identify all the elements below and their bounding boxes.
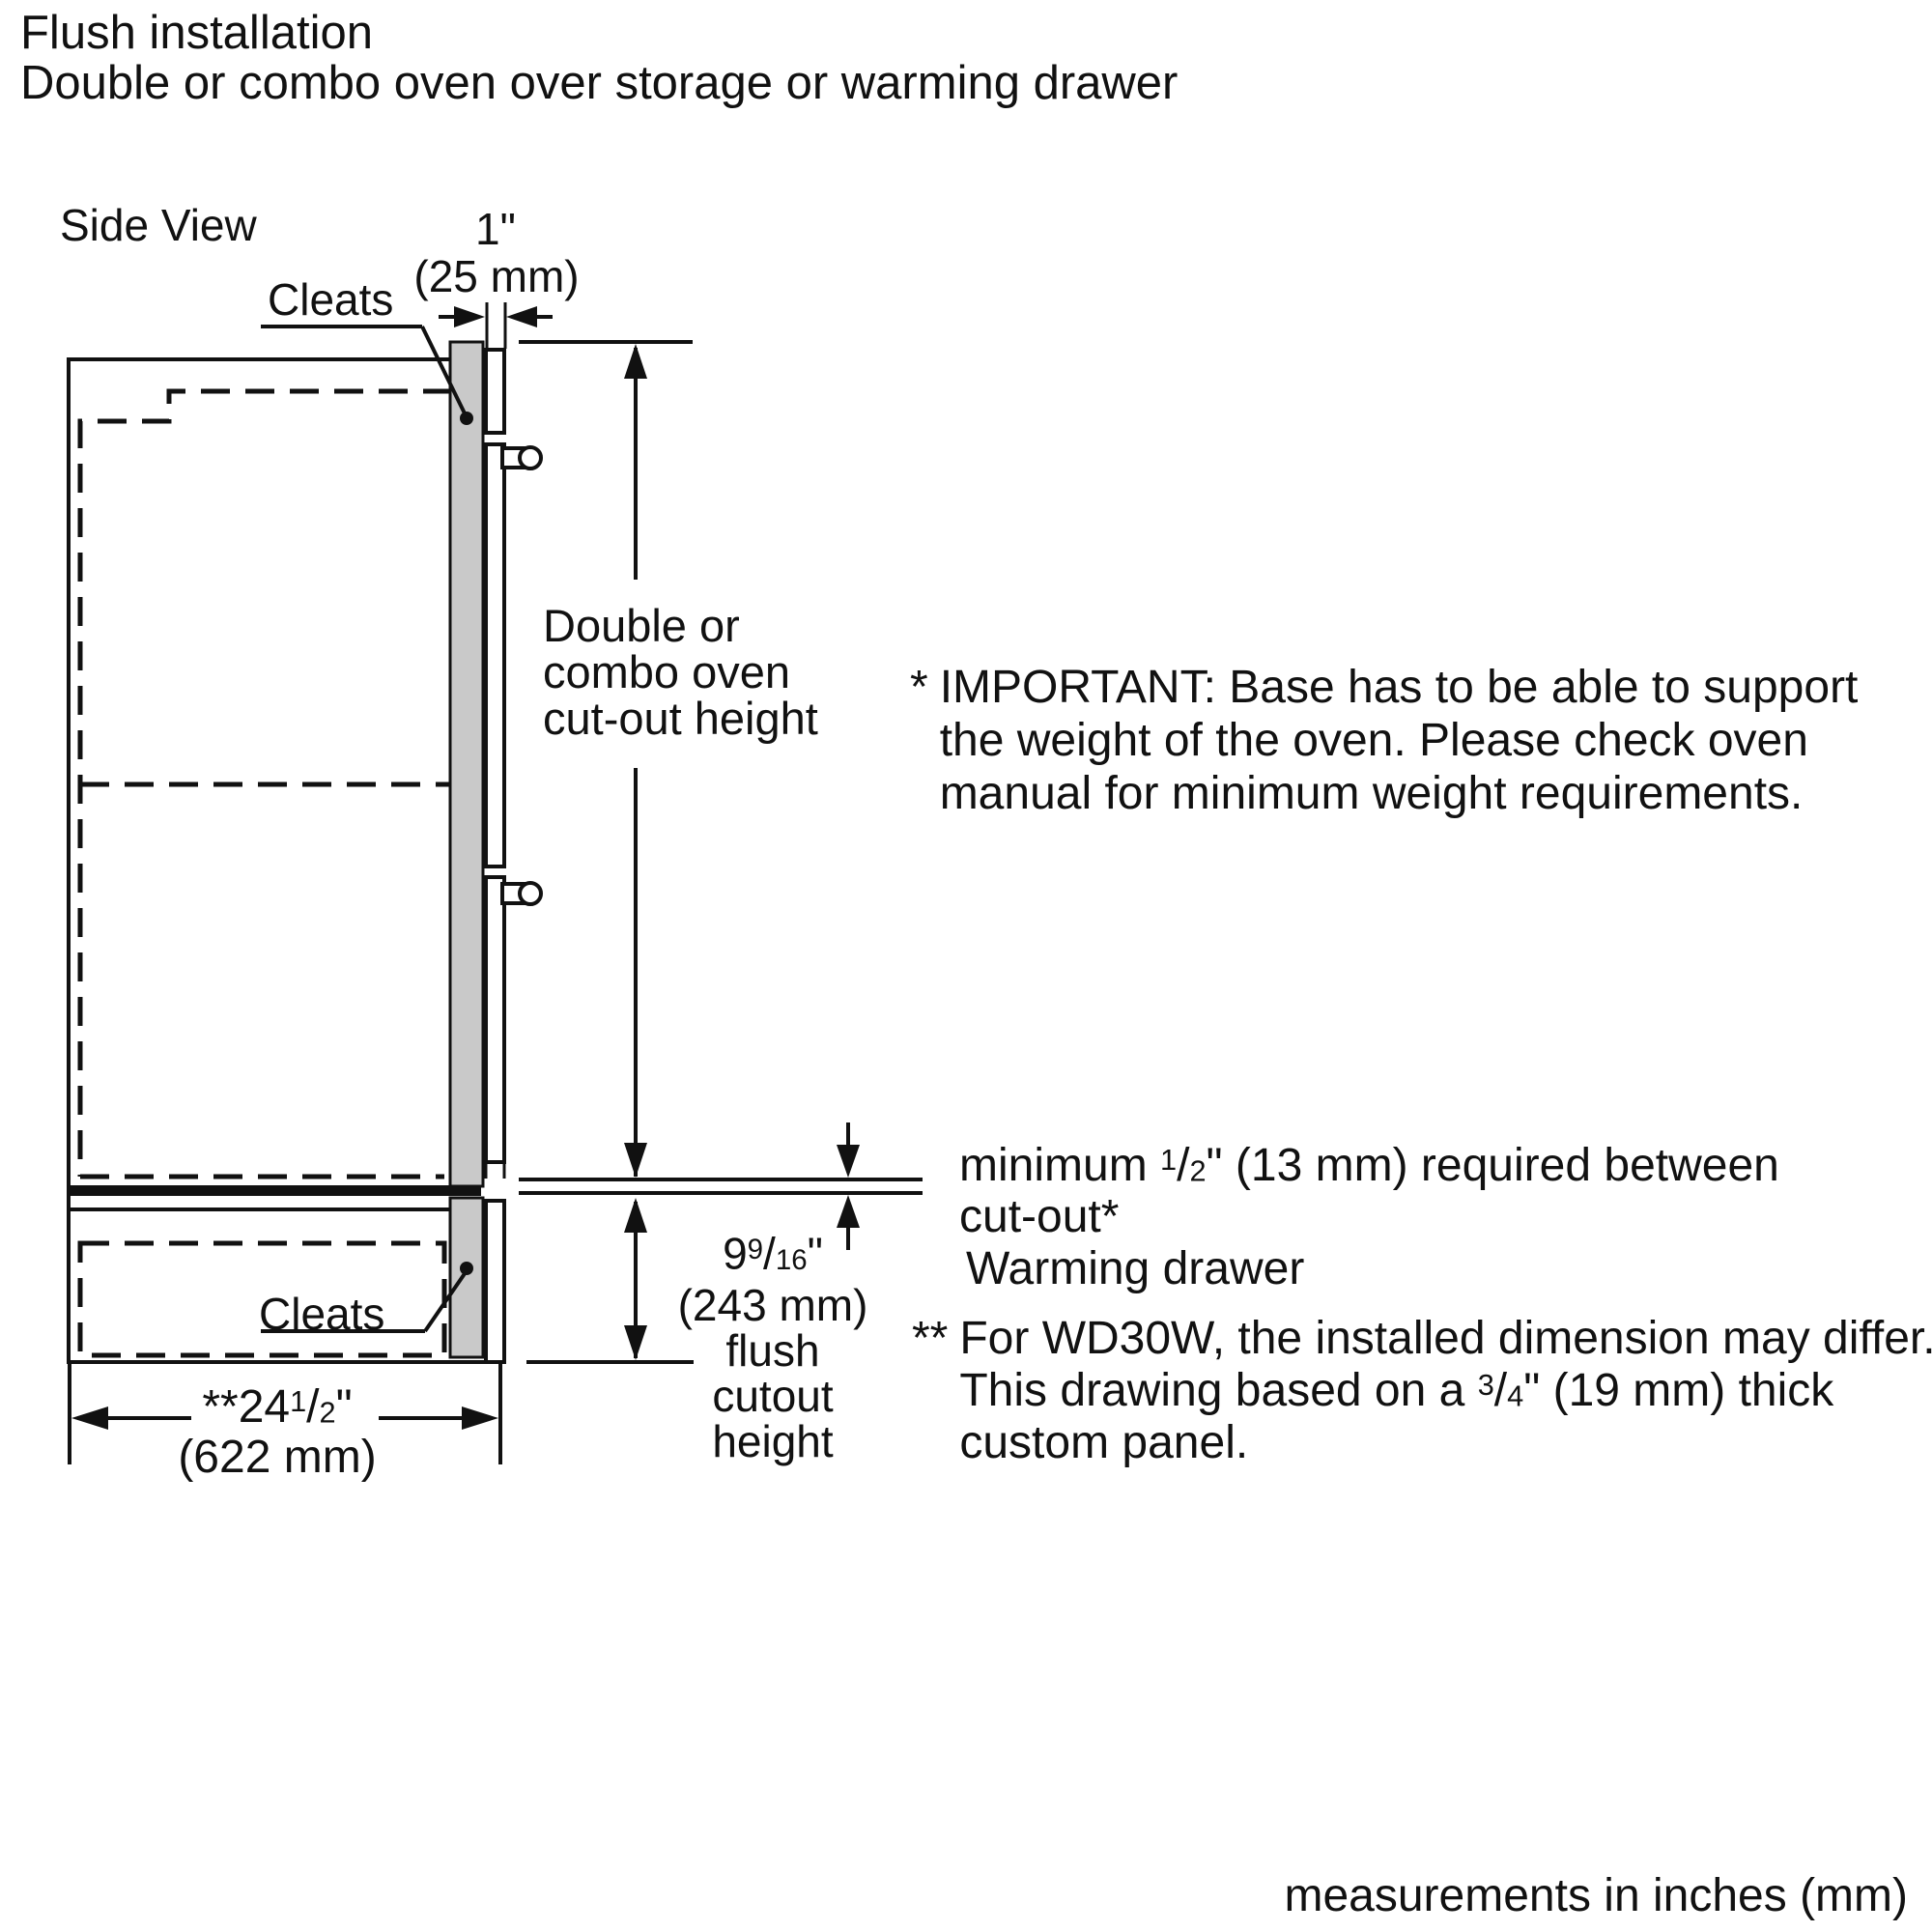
wd30w-note-line: This drawing based on a 3/4" (19 mm) thi… xyxy=(959,1365,1834,1417)
fraction-numerator: 3 xyxy=(1477,1368,1494,1402)
dim-1in-label: 1" xyxy=(475,204,516,254)
custom-panel-lower xyxy=(448,1196,485,1359)
drawer-cutout-dashed-outline xyxy=(77,1240,447,1358)
oven-front xyxy=(484,302,507,1179)
fraction-numerator: 1 xyxy=(1160,1143,1178,1177)
oven-upper-door-handle xyxy=(500,445,543,470)
title-line-1: Flush installation xyxy=(20,7,373,59)
fraction-denominator: 4 xyxy=(1507,1378,1524,1413)
important-note-line: IMPORTANT: Base has to be able to suppor… xyxy=(939,662,1859,713)
fraction-denominator: 2 xyxy=(319,1395,336,1430)
cutout-height-line: Double or xyxy=(543,600,740,651)
page-title: Flush installation Double or combo oven … xyxy=(20,8,1178,108)
oven-control-panel xyxy=(484,348,506,435)
units-note: measurements in inches (mm) xyxy=(1284,1870,1908,1921)
oven-upper-door xyxy=(484,442,506,868)
width-dim-value: **241/2" xyxy=(202,1381,353,1434)
footnote-asterisk: * xyxy=(910,662,928,713)
cutout-height-line: combo oven xyxy=(543,646,791,697)
oven-lower-door-handle xyxy=(500,881,543,906)
custom-panel-upper xyxy=(448,340,485,1188)
flush-dim-caption-line: height xyxy=(712,1416,834,1467)
warming-drawer-front xyxy=(484,1199,506,1364)
flush-cutout-dim-label: 99/16" (243 mm) flush cutout height xyxy=(628,1227,918,1464)
cutout-height-dimension xyxy=(519,340,693,1178)
cutout-height-line: cut-out height xyxy=(543,693,818,744)
panel-thickness-dimension xyxy=(439,306,553,327)
cleats-bottom-label: Cleats xyxy=(259,1289,385,1339)
flush-dim-mm: (243 mm) xyxy=(677,1280,868,1331)
fraction-denominator: 16 xyxy=(775,1244,808,1277)
minimum-gap-note: minimum 1/2" (13 mm) required between cu… xyxy=(959,1137,1779,1242)
cabinet-outline xyxy=(67,357,502,1364)
important-note-lines: IMPORTANT: Base has to be able to suppor… xyxy=(940,661,1859,820)
fraction-numerator: 9 xyxy=(747,1234,764,1265)
cutout-height-label: Double or combo oven cut-out height xyxy=(543,603,818,742)
minimum-gap-note-line: minimum 1/2" (13 mm) required between xyxy=(959,1140,1779,1192)
wd30w-note-line: custom panel. xyxy=(959,1416,1249,1468)
support-base-shelf xyxy=(67,1185,481,1196)
flush-dim-value: 99/16" xyxy=(723,1228,823,1279)
wd30w-note-line: For WD30W, the installed dimension may d… xyxy=(959,1313,1932,1364)
footnote-double-asterisk: ** xyxy=(912,1313,949,1364)
wd30w-note: ** For WD30W, the installed dimension ma… xyxy=(912,1316,1932,1466)
important-note-line: the weight of the oven. Please check ove… xyxy=(939,715,1808,766)
width-dim-mm: (622 mm) xyxy=(178,1431,377,1483)
important-note: * IMPORTANT: Base has to be able to supp… xyxy=(910,661,1858,820)
warming-drawer-label: Warming drawer xyxy=(966,1243,1305,1294)
cleats-bottom-leader xyxy=(261,1262,473,1333)
flush-dim-caption-line: flush xyxy=(725,1325,820,1377)
flush-dim-caption-line: cutout xyxy=(712,1371,834,1422)
dim-25mm-label: (25 mm) xyxy=(413,251,580,301)
width-dimension xyxy=(68,1364,502,1464)
minimum-gap-dimension xyxy=(519,1122,923,1250)
wd30w-note-lines: For WD30W, the installed dimension may d… xyxy=(959,1316,1932,1466)
cleats-top-leader xyxy=(261,325,473,425)
important-note-line: manual for minimum weight requirements. xyxy=(939,768,1804,819)
cleats-top-label: Cleats xyxy=(268,274,394,325)
width-dim-label: **241/2" (622 mm) xyxy=(132,1379,422,1483)
fraction-denominator: 2 xyxy=(1189,1153,1207,1188)
minimum-gap-note-line: cut-out* xyxy=(959,1190,1120,1242)
fraction-numerator: 1 xyxy=(290,1384,307,1418)
flush-cutout-height-dimension xyxy=(526,1198,694,1364)
title-line-2: Double or combo oven over storage or war… xyxy=(20,57,1179,109)
side-view-label: Side View xyxy=(60,200,257,250)
oven-lower-door xyxy=(484,875,506,1164)
oven-cutout-dashed-outline xyxy=(77,388,452,1179)
